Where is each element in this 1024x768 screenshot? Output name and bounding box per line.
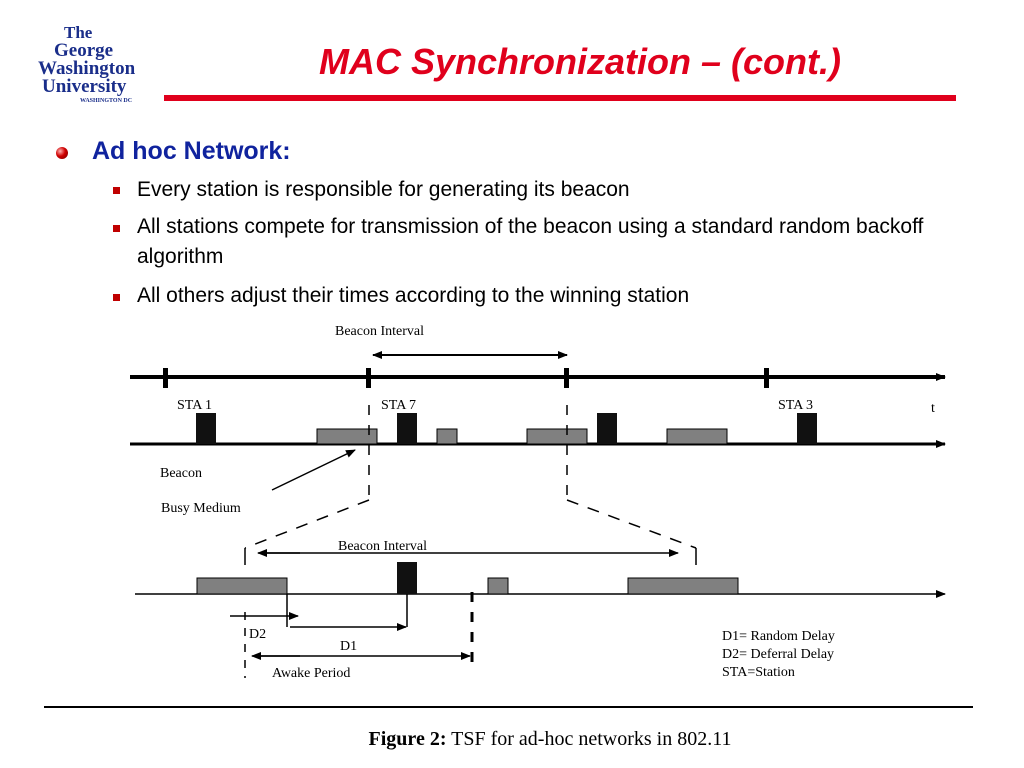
title-underline (164, 95, 956, 101)
busy-medium-block (487, 577, 509, 595)
sta7-label: STA 7 (381, 398, 416, 413)
beacon-frame (196, 413, 216, 444)
square-bullet-icon (113, 225, 120, 232)
legend-sta: STA=Station (722, 665, 795, 680)
busy-medium-block (666, 428, 728, 445)
legend-d1: D1= Random Delay (722, 629, 835, 644)
logo-subtext: WASHINGTON DC (80, 98, 132, 104)
caption-rule (44, 706, 973, 708)
t-label: t (931, 401, 935, 416)
logo-line-1: The (64, 23, 93, 42)
beacon-frame (797, 413, 817, 444)
legend-d2: D2= Deferral Delay (722, 647, 834, 662)
square-bullet-icon (113, 294, 120, 301)
bullet-main: Ad hoc Network: (92, 137, 291, 165)
slide-title: MAC Synchronization – (cont.) (319, 41, 841, 82)
busy-medium-block (316, 428, 378, 445)
tbtt-tick (564, 368, 569, 388)
tbtt-tick (366, 368, 371, 388)
d1-label: D1 (340, 639, 357, 654)
bullet-sphere-icon (56, 147, 68, 159)
zoom-guide-left-diag (244, 499, 370, 549)
beacon-frame (397, 413, 417, 444)
busy-medium-block (526, 428, 588, 445)
logo-line-4: University (42, 76, 127, 97)
busy-medium-block (436, 428, 458, 445)
sub-bullet-2: All stations compete for transmission of… (137, 215, 924, 268)
tbtt-tick (163, 368, 168, 388)
sub-bullet-1: Every station is responsible for generat… (137, 178, 630, 201)
university-logo: The George Washington University WASHING… (38, 23, 136, 104)
busy-medium-block (627, 577, 739, 595)
caption-text: TSF for ad-hoc networks in 802.11 (451, 728, 732, 750)
sub-bullet-3: All others adjust their times according … (137, 284, 690, 307)
tbtt-tick (764, 368, 769, 388)
sta1-label: STA 1 (177, 398, 212, 413)
beacon-interval-bottom-label: Beacon Interval (338, 539, 427, 554)
square-bullet-icon (113, 187, 120, 194)
beacon-label: Beacon (160, 466, 202, 481)
beacon-frame (397, 562, 417, 594)
d2-label: D2 (249, 627, 266, 642)
logo-line-2: George (54, 40, 113, 61)
busy-medium-pointer (271, 449, 356, 491)
sta3-label: STA 3 (778, 398, 813, 413)
zoom-guide-right-diag (566, 499, 697, 549)
awake-period-label: Awake Period (272, 666, 350, 681)
caption-label: Figure 2: (368, 728, 447, 750)
busy-medium-block (196, 577, 288, 595)
figure-caption: Figure 2: TSF for ad-hoc networks in 802… (300, 728, 800, 751)
beacon-frame (597, 413, 617, 444)
beacon-interval-top-label: Beacon Interval (335, 324, 424, 339)
logo-line-3: Washington (38, 58, 136, 79)
busy-medium-label: Busy Medium (161, 501, 241, 516)
